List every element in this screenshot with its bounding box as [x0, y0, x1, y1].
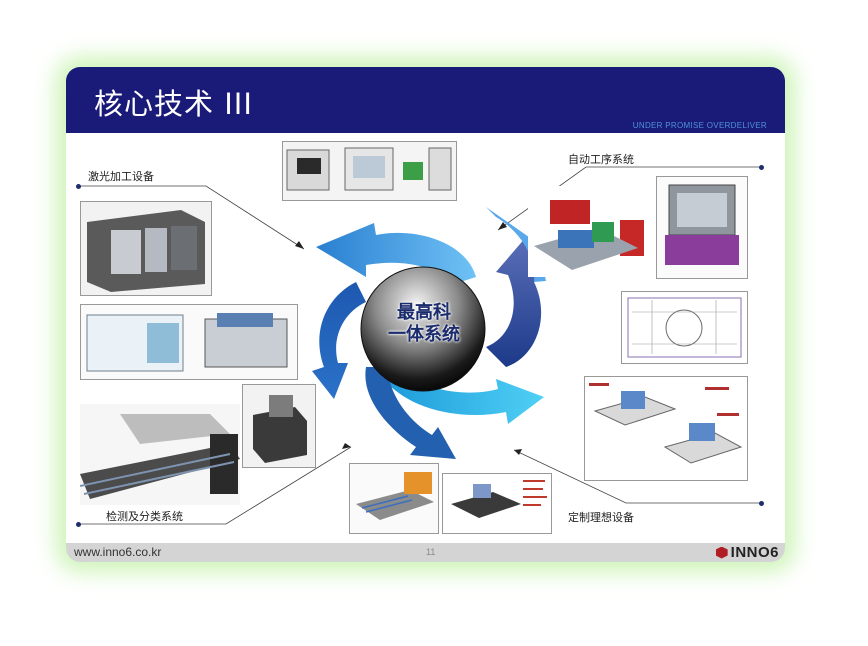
logo-cube-icon — [715, 546, 728, 559]
label-laser-equipment: 激光加工设备 — [88, 170, 154, 183]
inspection-module-photo — [349, 463, 439, 534]
automation-machine-photo — [656, 176, 748, 279]
inspection-conveyor-photo — [80, 404, 240, 505]
slide-footer: www.inno6.co.kr 11 INNO6 — [66, 543, 785, 562]
bullet-dot-automation — [759, 165, 764, 170]
laser-head-photo — [242, 384, 316, 468]
label-custom-equipment: 定制理想设备 — [568, 511, 634, 524]
page-number: 11 — [426, 547, 436, 557]
logo-wordmark: INNO6 — [730, 544, 779, 561]
slide-header: 核心技术 III UNDER PROMISE OVERDELIVER — [66, 67, 785, 133]
center-caption: 最高科 一体系统 — [364, 302, 484, 346]
automation-cell-photo — [528, 186, 650, 277]
bullet-dot-custom — [759, 501, 764, 506]
tagline: UNDER PROMISE OVERDELIVER — [632, 121, 767, 130]
center-line-2: 一体系统 — [388, 324, 460, 345]
custom-equipment-diagram — [584, 376, 748, 481]
center-line-1: 最高科 — [397, 302, 451, 323]
bullet-dot-laser — [76, 184, 81, 189]
laser-machine-photo-2 — [80, 304, 298, 380]
layout-drawing — [621, 291, 748, 364]
equipment-photo-top — [282, 141, 457, 201]
slide-title: 核心技术 III — [94, 87, 253, 121]
slide: 核心技术 III UNDER PROMISE OVERDELIVER — [66, 67, 785, 562]
inspection-station-drawing — [442, 473, 552, 534]
laser-machine-photo-1 — [80, 201, 212, 296]
footer-url: www.inno6.co.kr — [74, 545, 162, 559]
label-automation-system: 自动工序系统 — [568, 153, 634, 166]
company-logo: INNO6 — [715, 544, 779, 561]
bullet-dot-inspection — [76, 522, 81, 527]
label-inspection-system: 检测及分类系统 — [106, 510, 183, 523]
